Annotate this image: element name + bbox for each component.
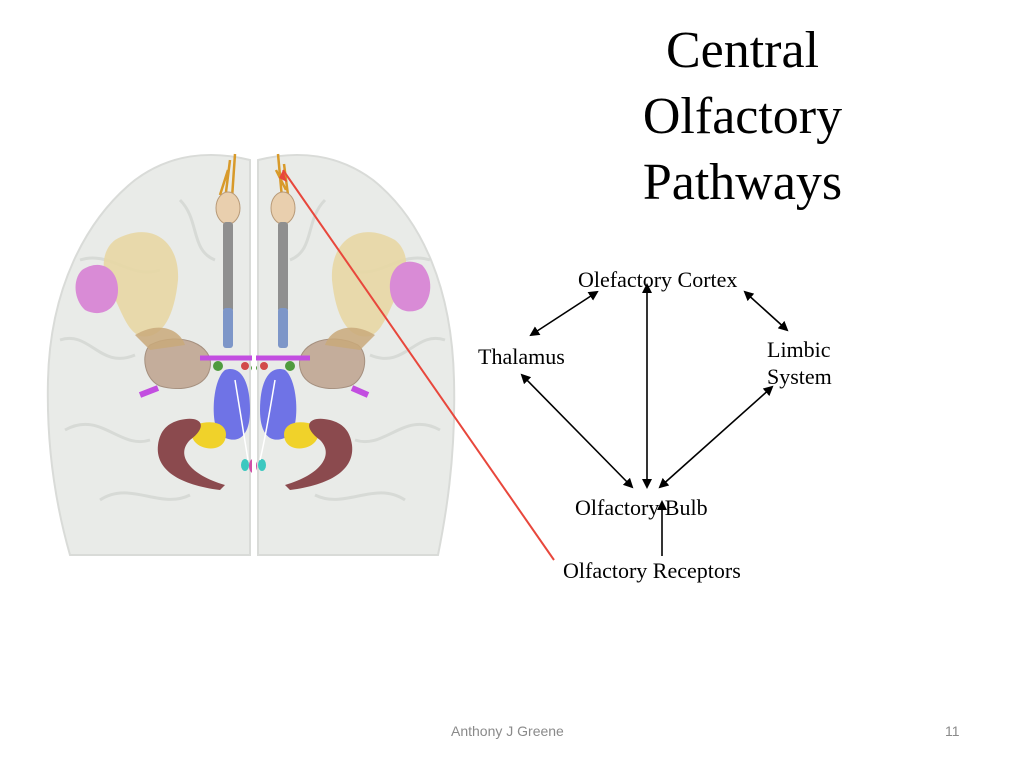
arrow-limbic-bulb <box>658 385 774 489</box>
left-olfactory-bulb <box>215 191 241 225</box>
title-line-3: Pathways <box>642 154 843 211</box>
arrow-cortex-thalamus <box>529 290 599 337</box>
footer-author: Anthony J Greene <box>451 723 564 739</box>
brain-illustration <box>40 140 460 560</box>
node-limbic-system: Limbic System <box>767 336 832 390</box>
arrow-cortex-limbic <box>743 290 789 332</box>
limbic-line-1: Limbic <box>767 337 831 362</box>
left-blue-region <box>213 369 250 440</box>
arrow-thalamus-bulb <box>520 373 634 489</box>
right-olfactory-bulb <box>270 191 296 225</box>
page-number: 11 <box>945 723 960 739</box>
limbic-line-2: System <box>767 364 832 389</box>
title-line-2: Olfactory <box>642 88 843 145</box>
node-olfactory-bulb: Olfactory Bulb <box>575 495 708 520</box>
node-olfactory-receptors: Olfactory Receptors <box>563 558 741 583</box>
node-thalamus: Thalamus <box>478 344 565 369</box>
node-olefactory-cortex: Olefactory Cortex <box>578 267 738 292</box>
title-line-1: Central <box>665 22 820 79</box>
slide-title: Central Olfactory Pathways <box>600 18 885 216</box>
